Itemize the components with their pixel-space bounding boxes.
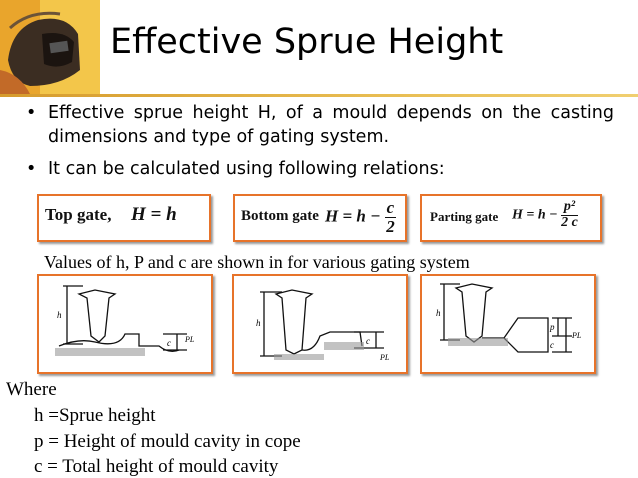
bullet-text: Effective sprue height H, of a mould dep… bbox=[48, 103, 614, 147]
label-h: h bbox=[256, 318, 261, 328]
label-pl: PL bbox=[184, 335, 195, 344]
formula-parting-gate: Parting gate H = h − p² 2 c bbox=[420, 194, 602, 242]
fraction-denominator: 2 bbox=[386, 216, 395, 236]
label-h: h bbox=[57, 310, 62, 320]
title-divider bbox=[0, 94, 638, 97]
fraction-numerator: p² bbox=[561, 199, 578, 216]
label-c: c bbox=[550, 340, 554, 350]
formula-lhs: H = h − bbox=[325, 206, 381, 226]
values-note: Values of h, P and c are shown in for va… bbox=[44, 252, 470, 272]
formula-label: Bottom gate bbox=[241, 208, 319, 224]
fraction-denominator: 2 c bbox=[561, 214, 578, 230]
diagram-parting-gate: h p c PL bbox=[420, 274, 596, 374]
diagram-top-gate: h c PL bbox=[37, 274, 213, 374]
label-h: h bbox=[436, 308, 441, 318]
slide-title: Effective Sprue Height bbox=[110, 22, 504, 62]
bullet-dot: • bbox=[26, 159, 37, 179]
definition-item: p = Height of mould cavity in cope bbox=[34, 431, 301, 452]
formula-lhs: H = h − bbox=[512, 207, 558, 223]
label-p: p bbox=[549, 322, 555, 332]
formula-equation: H = h bbox=[131, 204, 177, 225]
formula-equation: H = h − p² 2 c bbox=[512, 199, 578, 230]
definition-item: c = Total height of mould cavity bbox=[34, 456, 279, 477]
where-heading: Where bbox=[6, 379, 57, 400]
formula-label: Parting gate bbox=[430, 209, 499, 224]
formula-top-gate: Top gate, H = h bbox=[37, 194, 211, 242]
fraction-numerator: c bbox=[384, 198, 397, 218]
bullet-item: • It can be calculated using following r… bbox=[26, 157, 616, 183]
label-c: c bbox=[366, 336, 370, 346]
definition-item: h =Sprue height bbox=[34, 405, 156, 426]
formula-fraction: p² 2 c bbox=[561, 199, 578, 230]
diagram-bottom-gate: h c PL bbox=[232, 274, 408, 374]
label-c: c bbox=[167, 338, 171, 348]
bullet-item: • Effective sprue height H, of a mould d… bbox=[26, 101, 616, 151]
label-pl: PL bbox=[571, 331, 582, 340]
formula-bottom-gate: Bottom gate H = h − c 2 bbox=[233, 194, 407, 242]
bullet-text: It can be calculated using following rel… bbox=[48, 159, 445, 179]
formula-label: Top gate, bbox=[45, 205, 112, 224]
bullet-dot: • bbox=[26, 103, 37, 123]
welder-logo bbox=[0, 0, 100, 94]
formula-fraction: c 2 bbox=[384, 198, 397, 236]
label-pl: PL bbox=[379, 353, 390, 362]
formula-equation: H = h − c 2 bbox=[325, 198, 397, 236]
